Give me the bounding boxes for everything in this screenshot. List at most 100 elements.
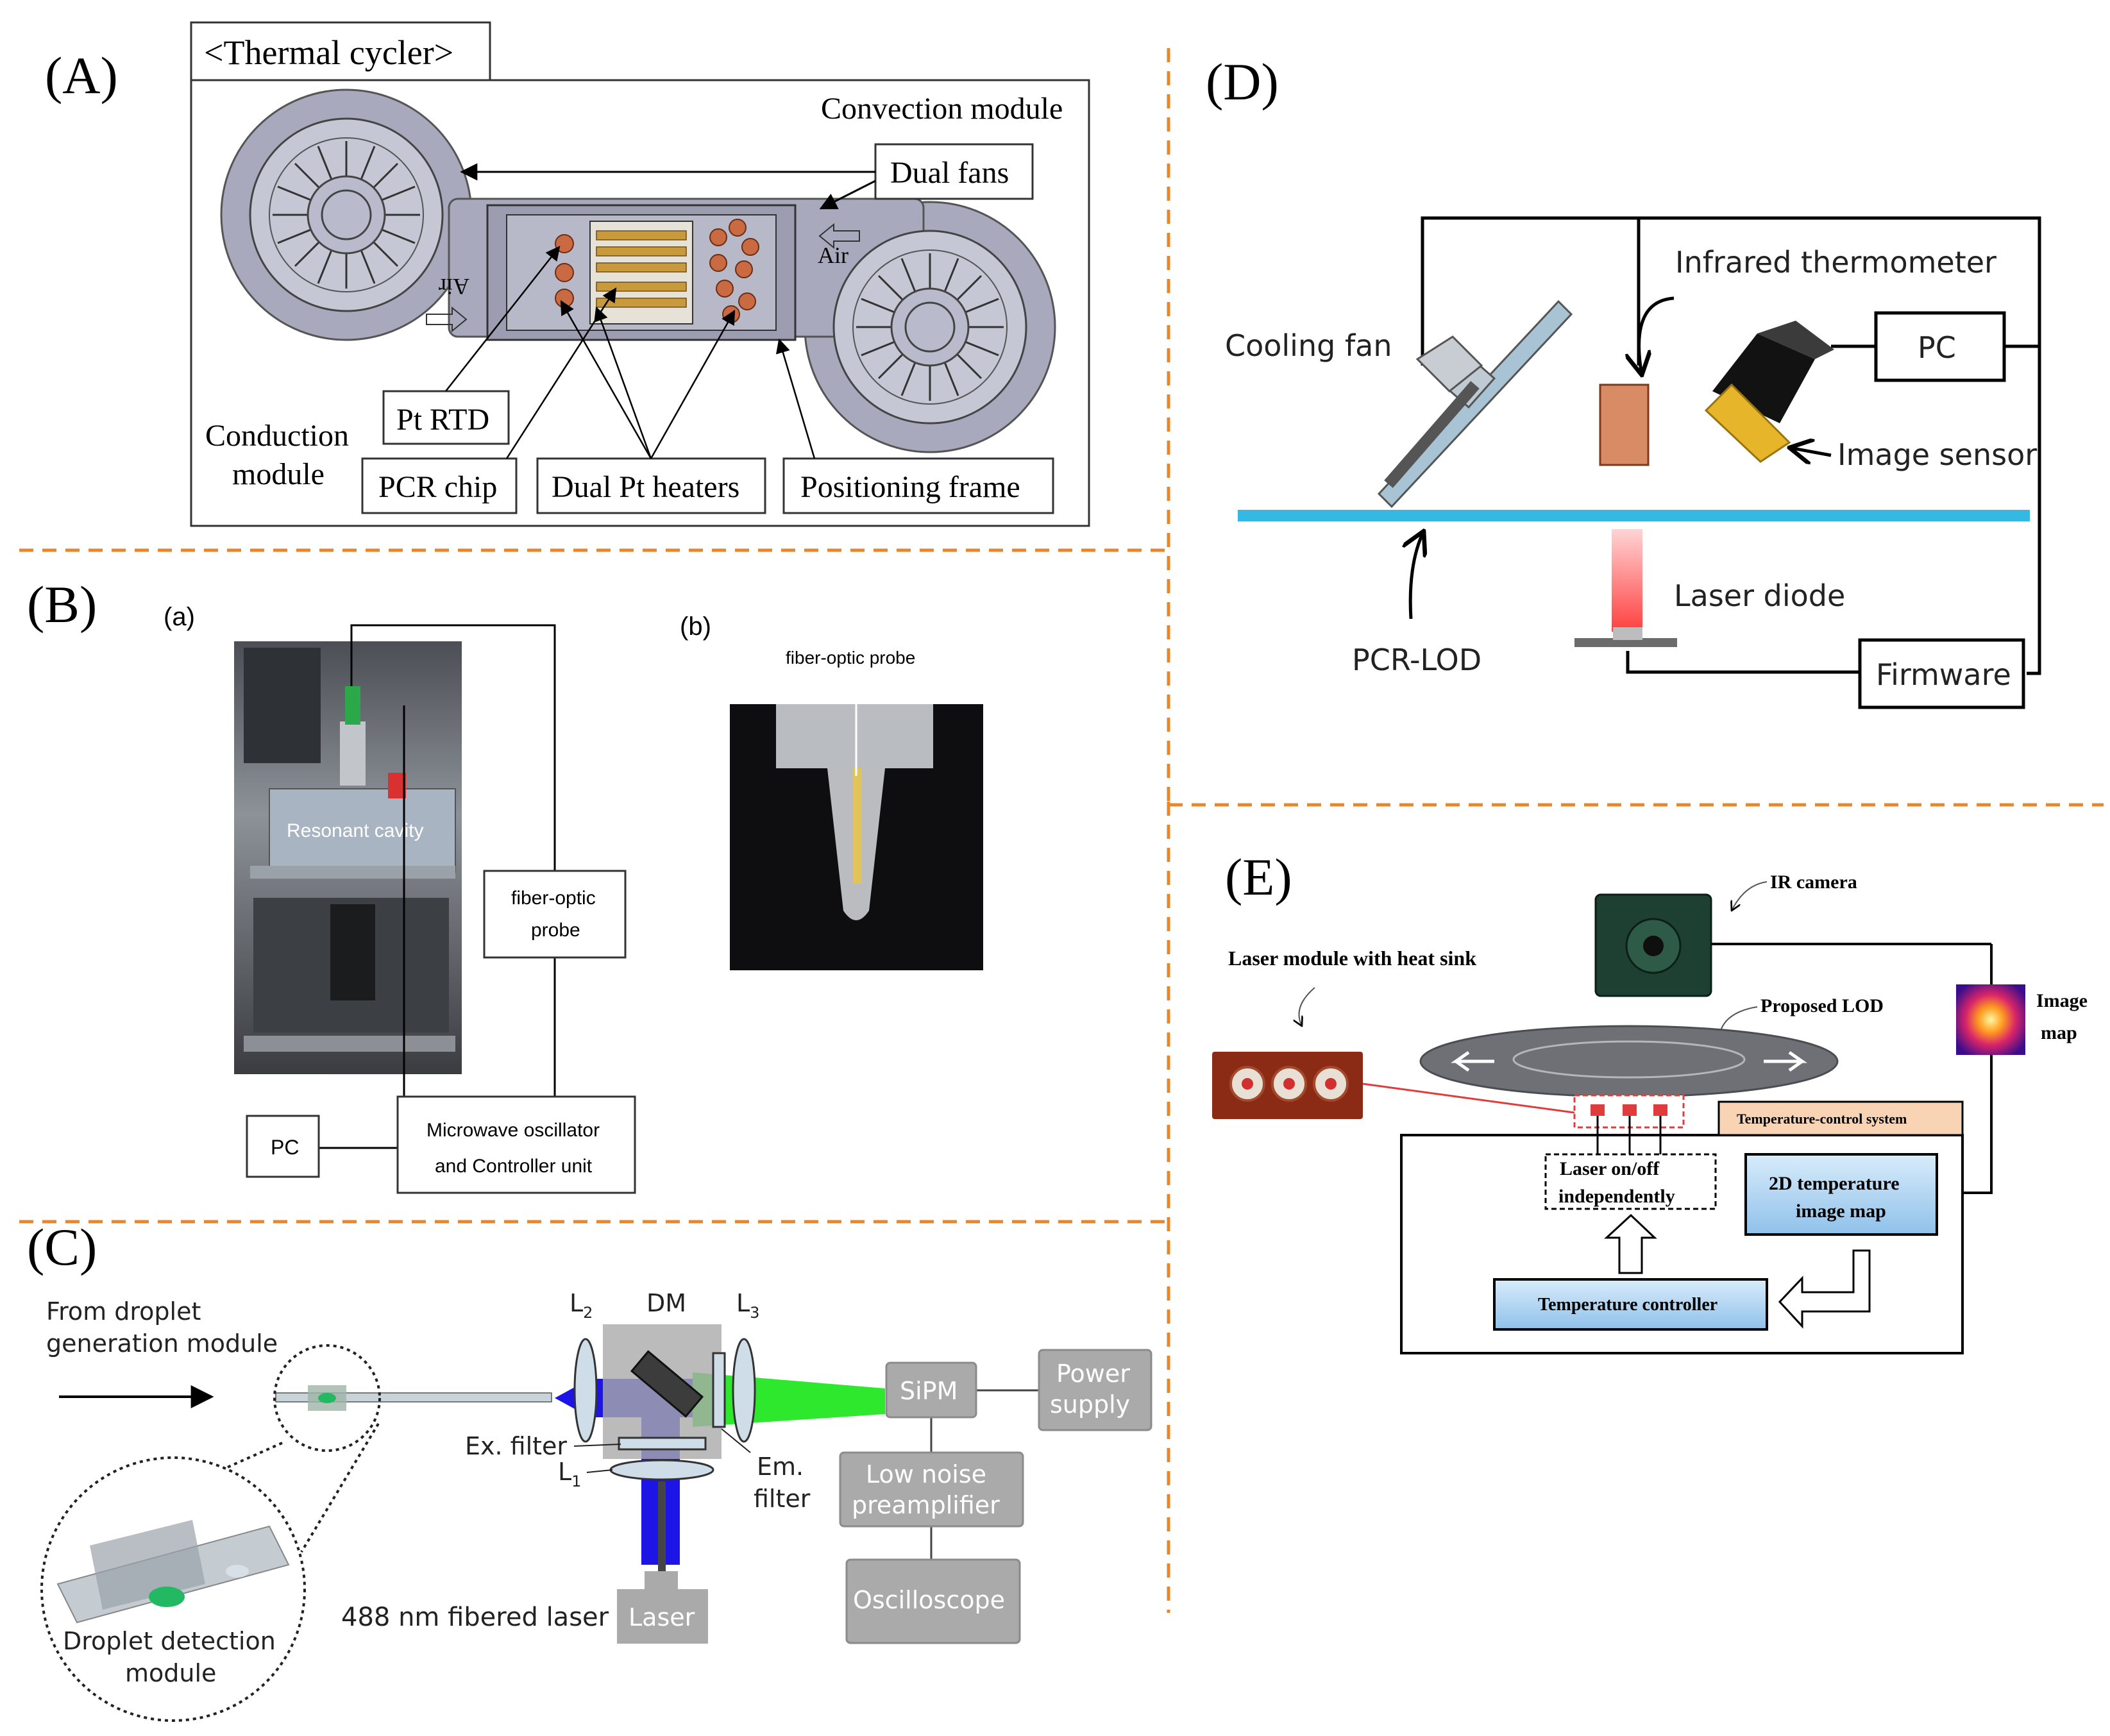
fiber-probe-box [483, 870, 627, 959]
panel-b-sub-b: (b) [680, 612, 711, 641]
laser-diode-base [1574, 638, 1677, 647]
resonant-cavity-label: Resonant cavity [287, 820, 423, 841]
panel-b: (B) (a) (b) Resonant cavity fiber-optic … [27, 575, 983, 1194]
positioning-frame-box [782, 457, 1054, 514]
air-arrow-right-icon [818, 223, 860, 249]
microwave-line2: and Controller unit [435, 1156, 593, 1177]
droplet-detection-module: Droplet detection module [40, 1422, 380, 1722]
dm-mirror [630, 1350, 704, 1418]
l1-label: L1 [558, 1458, 581, 1490]
panel-a-letter: (A) [45, 46, 118, 105]
panel-d-letter: (D) [1206, 53, 1279, 111]
fiber-probe-box-line2: probe [531, 920, 580, 941]
power-supply-line2: supply [1050, 1390, 1130, 1419]
pcr-chip-box [361, 457, 518, 514]
oscilloscope-box [845, 1558, 1021, 1644]
oscilloscope-label: Oscilloscope [853, 1586, 1005, 1614]
convection-module-body: Air Air [220, 88, 1056, 453]
temp-image-line1: 2D temperature [1769, 1173, 1900, 1194]
ex-filter-plate [618, 1437, 707, 1451]
cooling-fan-icon [1377, 299, 1573, 509]
dual-pt-heaters-label: Dual Pt heaters [552, 470, 739, 504]
ir-camera-label: IR camera [1770, 872, 1857, 893]
l1-leader [586, 1469, 613, 1473]
laser-onoff-box [1544, 1153, 1717, 1210]
thermal-cycler-tab [190, 21, 491, 81]
preamplifier-box [839, 1451, 1024, 1528]
air-arrow-left-icon [426, 306, 468, 333]
image-map-line1: Image [2036, 990, 2088, 1011]
thermal-cycler-title: <Thermal cycler> [204, 33, 453, 72]
dual-fans-label: Dual fans [890, 156, 1009, 190]
panel-d: (D) PC Firmware Infrared thermometer Coo… [1206, 53, 2041, 709]
droplet-zoom-circle [273, 1344, 381, 1452]
em-filter-line2: filter [754, 1485, 811, 1513]
firmware-label: Firmware [1876, 657, 2011, 692]
pcr-lod-bar [1238, 510, 2030, 521]
temp-image-line2: image map [1796, 1201, 1886, 1222]
pcr-lod-label: PCR-LOD [1352, 643, 1481, 677]
pt-rtd-label: Pt RTD [396, 403, 489, 437]
panel-dividers [19, 48, 2104, 1613]
infrared-thermometer-icon [1599, 383, 1650, 466]
pcr-lod-arrow [1410, 531, 1424, 619]
pc-label-b: PC [271, 1136, 299, 1159]
image-map-line2: map [2041, 1022, 2077, 1043]
electronics-wires [930, 1389, 1039, 1560]
laser-box [617, 1589, 708, 1644]
laser-diode-label: Laser diode [1674, 578, 1845, 613]
preamp-line2: preamplifier [852, 1491, 1000, 1519]
panel-e: (E) IR camera Laser module with heat sin… [1212, 848, 2088, 1354]
panel-c: (C) From droplet generation module Dropl… [27, 1218, 1152, 1722]
thermometer-arrow [1639, 296, 1675, 375]
right-fan-icon [832, 230, 1027, 425]
controller-to-laser-arrow [1604, 1213, 1657, 1274]
pcr-chip-assembly [486, 204, 797, 341]
sipm-box [885, 1361, 977, 1419]
ex-filter-leader [573, 1444, 621, 1447]
pcr-chip-label: PCR chip [378, 470, 497, 504]
panel-b-sub-a: (a) [164, 603, 195, 631]
power-supply-line1: Power [1056, 1360, 1130, 1388]
em-filter-line1: Em. [757, 1453, 804, 1481]
power-supply-box [1038, 1349, 1152, 1431]
laser-onoff-line2: independently [1558, 1186, 1675, 1207]
em-filter-leader [721, 1428, 751, 1453]
image-to-controller-arrow [1778, 1249, 1871, 1329]
left-fan-icon [249, 117, 444, 312]
ex-filter-label: Ex. filter [465, 1432, 567, 1460]
image-sensor-icon [1704, 321, 1834, 463]
sipm-label: SiPM [900, 1377, 958, 1405]
droplet-detection-line2: module [125, 1659, 216, 1687]
microwave-controller-box [396, 1095, 636, 1194]
temp-controller-box [1493, 1278, 1768, 1331]
temp-controller-label: Temperature controller [1538, 1295, 1718, 1315]
lens-l1 [609, 1459, 714, 1481]
from-droplet-line1: From droplet [46, 1297, 201, 1326]
microwave-line1: Microwave oscillator [426, 1120, 600, 1141]
ir-camera-icon [1594, 893, 1712, 997]
panel-a: (A) <Thermal cycler> [45, 21, 1090, 527]
droplet-detection-line1: Droplet detection [63, 1627, 276, 1655]
laser-module-label: Laser module with heat sink [1228, 947, 1476, 970]
laser-connector [645, 1571, 678, 1590]
pc-box-d [1874, 311, 2006, 382]
pc-box-b [246, 1115, 320, 1178]
laser-fiber [658, 1481, 666, 1571]
laser-box-label: Laser [629, 1603, 695, 1631]
microwave-device-photo: Resonant cavity [234, 641, 462, 1074]
panel-b-letter: (B) [27, 575, 97, 634]
convection-module-label: Convection module [821, 92, 1063, 126]
panel-c-letter: (C) [27, 1218, 97, 1276]
proposed-lod-label: Proposed LOD [1760, 995, 1884, 1016]
panel-a-leader-lines [445, 246, 816, 459]
image-sensor-label: Image sensor [1837, 437, 2037, 472]
fiber-probe-box-line1: fiber-optic [511, 888, 596, 909]
dm-label: DM [646, 1289, 686, 1317]
laser-switch-pins [1591, 1104, 1667, 1116]
temp-control-system-label: Temperature-control system [1737, 1111, 1907, 1127]
cooling-fan-label: Cooling fan [1225, 328, 1392, 363]
image-sensor-arrow [1789, 448, 1832, 455]
